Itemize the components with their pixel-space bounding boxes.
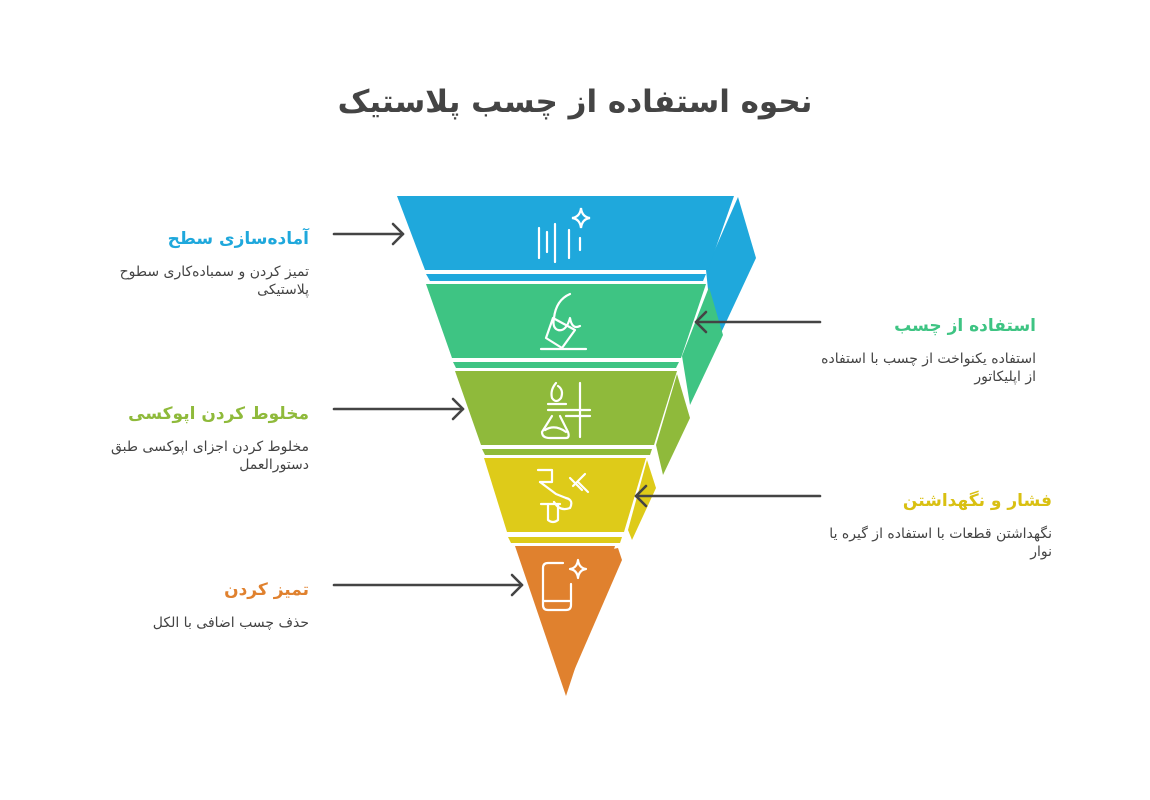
step-1-label: آماده‌سازی سطح تمیز کردن و سمباده‌کاری س…	[69, 229, 309, 299]
step-2-heading: استفاده از چسب	[894, 316, 1036, 336]
arrow-step-1	[332, 222, 405, 246]
step-5-heading: تمیز کردن	[224, 580, 309, 600]
clamp-icon	[536, 468, 590, 524]
layer-4-lip	[508, 537, 622, 543]
layer-2-side	[682, 287, 723, 405]
lab-burner-flask-icon	[540, 381, 592, 440]
layer-2-lip	[453, 362, 679, 368]
clean-surface-sparkle-icon	[541, 558, 588, 612]
funnel-layer-4	[484, 458, 656, 543]
step-5-label: تمیز کردن حذف چسب اضافی با الکل	[69, 580, 309, 632]
funnel-layer-1	[397, 196, 756, 348]
layer-1-side	[706, 197, 756, 348]
sanding-sparkle-icon	[537, 207, 591, 264]
layer-2-front	[426, 284, 706, 358]
layer-3-lip	[482, 449, 652, 455]
layer-4-side	[628, 460, 656, 540]
step-4-description: نگهداشتن قطعات با استفاده از گیره یا نوا…	[829, 526, 1052, 560]
step-2-description: استفاده یکنواخت از چسب با استفاده از اپل…	[821, 351, 1036, 385]
step-4-label: فشار و نگهداشتن نگهداشتن قطعات با استفاد…	[820, 491, 1052, 561]
step-3-description: مخلوط کردن اجزای اپوکسی طبق دستورالعمل	[110, 439, 309, 473]
step-3-label: مخلوط کردن اپوکسی مخلوط کردن اجزای اپوکس…	[69, 404, 309, 474]
step-2-label: استفاده از چسب استفاده یکنواخت از چسب با…	[820, 316, 1036, 386]
arrow-step-5	[332, 573, 524, 597]
layer-5-front	[515, 546, 615, 696]
arrow-step-2	[694, 310, 822, 334]
arrow-step-3	[332, 397, 465, 421]
funnel-layer-3	[455, 371, 690, 475]
layer-1-lip	[426, 274, 706, 281]
layer-3-side	[656, 374, 690, 475]
layer-4-front	[484, 458, 646, 532]
layer-1-front	[397, 196, 734, 270]
step-4-heading: فشار و نگهداشتن	[902, 491, 1052, 511]
step-5-description: حذف چسب اضافی با الکل	[152, 615, 309, 631]
page-title: نحوه استفاده از چسب پلاستیک	[337, 84, 813, 120]
funnel-layer-5	[515, 546, 622, 696]
step-3-heading: مخلوط کردن اپوکسی	[128, 404, 309, 424]
glue-applicator-icon	[539, 292, 588, 351]
arrow-step-4	[634, 484, 822, 508]
step-1-heading: آماده‌سازی سطح	[167, 229, 309, 249]
funnel-layer-2	[426, 284, 723, 405]
layer-3-front	[455, 371, 677, 445]
layer-5-side	[570, 548, 622, 680]
step-1-description: تمیز کردن و سمباده‌کاری سطوح پلاستیکی	[119, 264, 309, 298]
